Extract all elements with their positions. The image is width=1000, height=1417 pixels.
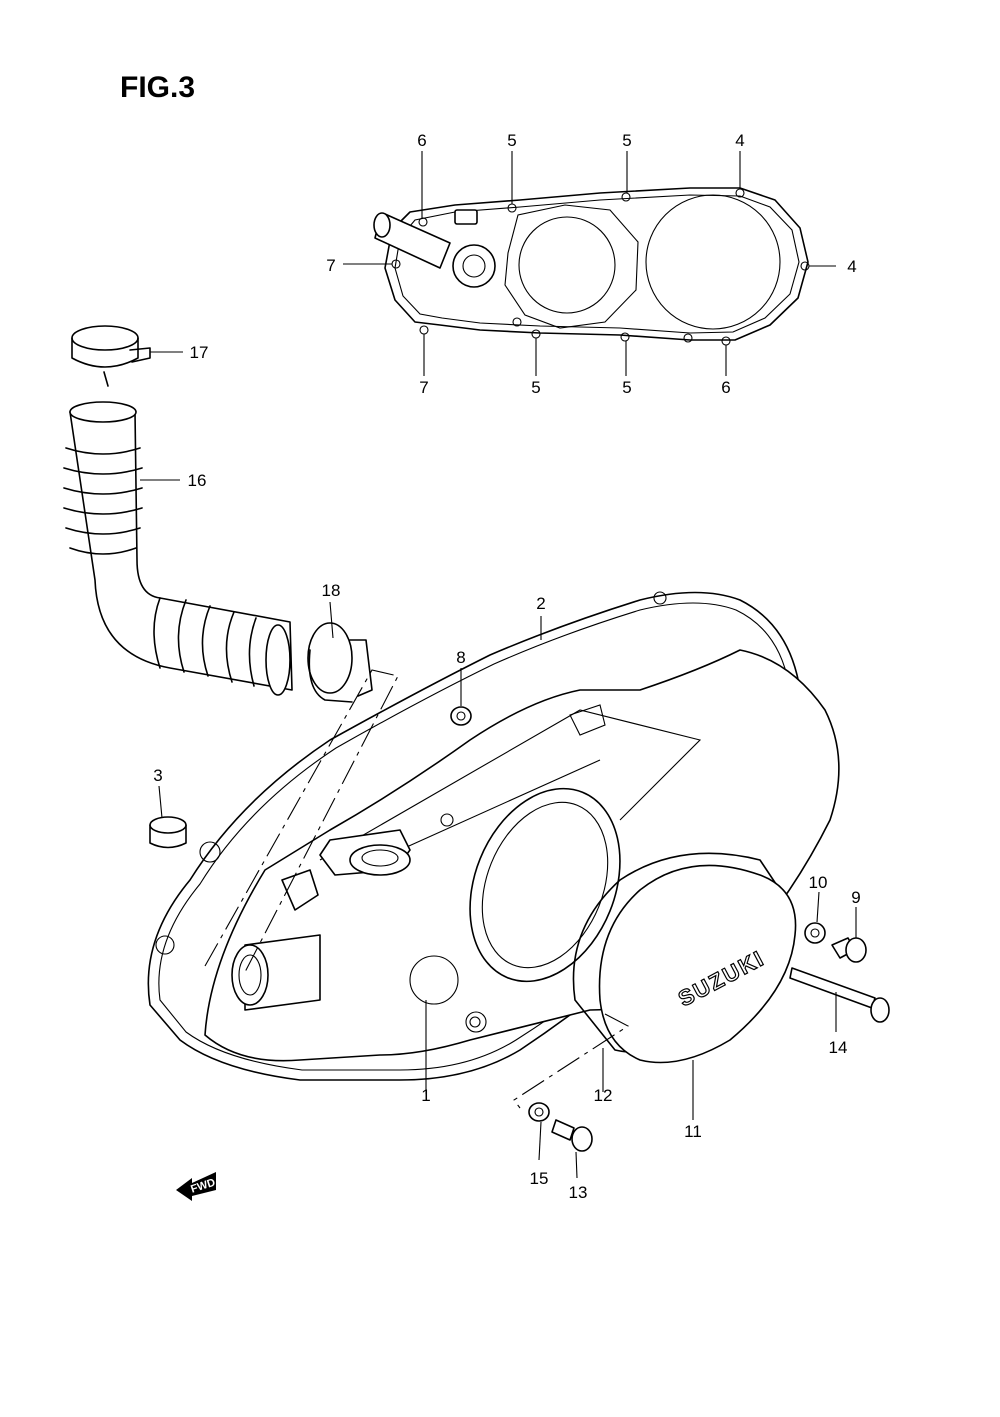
callout-14: 14 (829, 1038, 848, 1057)
forward-arrow: FWD (176, 1172, 217, 1201)
callout-1: 1 (421, 1086, 430, 1105)
callout-4: 4 (847, 257, 856, 276)
figure-title: FIG.3 (120, 71, 195, 104)
hose-clamp-18 (307, 622, 373, 703)
washer-10 (804, 922, 826, 944)
callout-12: 12 (594, 1086, 613, 1105)
callout-6: 6 (417, 131, 426, 150)
callout-5: 5 (531, 378, 540, 397)
callout-5: 5 (622, 378, 631, 397)
callout-11: 11 (684, 1122, 702, 1141)
callout-7: 7 (419, 378, 428, 397)
callout-10: 10 (809, 873, 828, 892)
callout-5: 5 (622, 131, 631, 150)
leader-lines (140, 151, 857, 1179)
washer-15 (528, 1102, 550, 1122)
bolt-13 (551, 1119, 593, 1152)
dowel-pin (149, 816, 187, 849)
gasket-top-view (373, 187, 810, 346)
callout-6: 6 (721, 378, 730, 397)
callout-labels: 6 5 5 4 4 7 7 5 5 6 17 16 18 2 8 3 10 9 … (153, 131, 860, 1202)
hose-clamp (71, 325, 151, 387)
callout-17: 17 (190, 343, 209, 362)
callout-8: 8 (456, 648, 465, 667)
clutch-cover: SUZUKI (598, 864, 797, 1064)
assembly-dash-lines (204, 669, 630, 1109)
washer-8 (450, 706, 472, 726)
callout-13: 13 (569, 1183, 588, 1202)
callout-18: 18 (322, 581, 341, 600)
callout-7: 7 (326, 256, 335, 275)
bolt-9 (831, 937, 867, 963)
callout-4: 4 (735, 131, 744, 150)
callout-16: 16 (188, 471, 207, 490)
hose (63, 401, 293, 696)
callout-15: 15 (530, 1169, 549, 1188)
callout-3: 3 (153, 766, 162, 785)
gasket-main (147, 591, 801, 1081)
callout-9: 9 (851, 888, 860, 907)
bolt-14 (789, 967, 890, 1023)
callout-2: 2 (536, 594, 545, 613)
callout-5: 5 (507, 131, 516, 150)
